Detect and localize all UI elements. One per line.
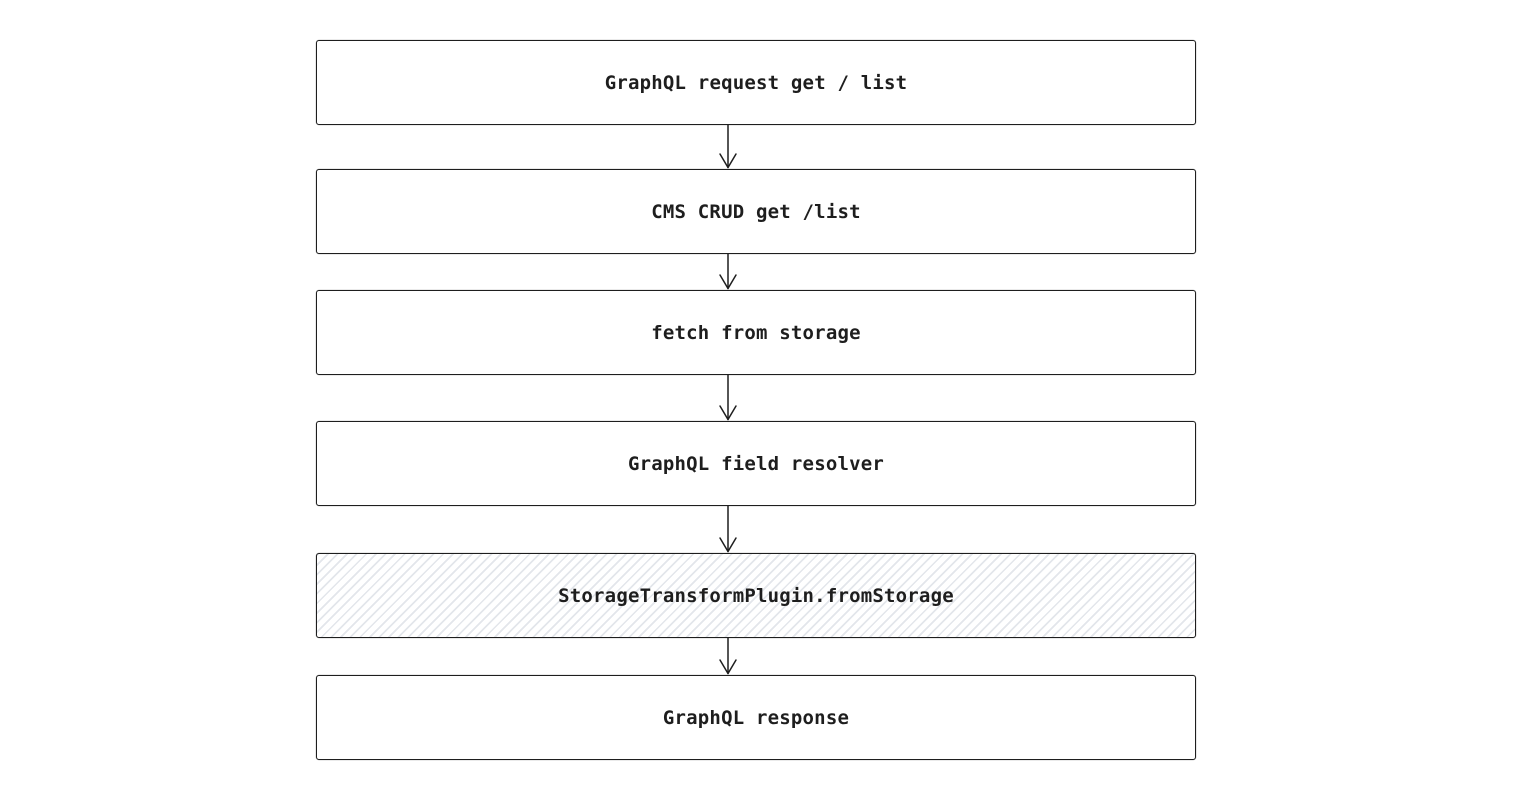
node-label: GraphQL field resolver xyxy=(627,452,885,475)
node-label: CMS CRUD get /list xyxy=(651,200,861,223)
node-graphql-field-resolver: GraphQL field resolver xyxy=(316,421,1196,506)
node-label: GraphQL response xyxy=(662,706,850,729)
node-label: GraphQL request get / list xyxy=(604,71,908,94)
node-label: StorageTransformPlugin.fromStorage xyxy=(558,584,954,607)
arrow-down-icon xyxy=(715,125,741,169)
node-graphql-request: GraphQL request get / list xyxy=(316,40,1196,125)
arrow-down-icon xyxy=(715,254,741,290)
node-storage-transform-plugin: StorageTransformPlugin.fromStorage xyxy=(316,553,1196,638)
node-label: fetch from storage xyxy=(651,321,861,344)
arrow-down-icon xyxy=(715,638,741,675)
node-cms-crud: CMS CRUD get /list xyxy=(316,169,1196,254)
node-graphql-response: GraphQL response xyxy=(316,675,1196,760)
arrow-down-icon xyxy=(715,506,741,553)
node-fetch-from-storage: fetch from storage xyxy=(316,290,1196,375)
arrow-down-icon xyxy=(715,375,741,421)
